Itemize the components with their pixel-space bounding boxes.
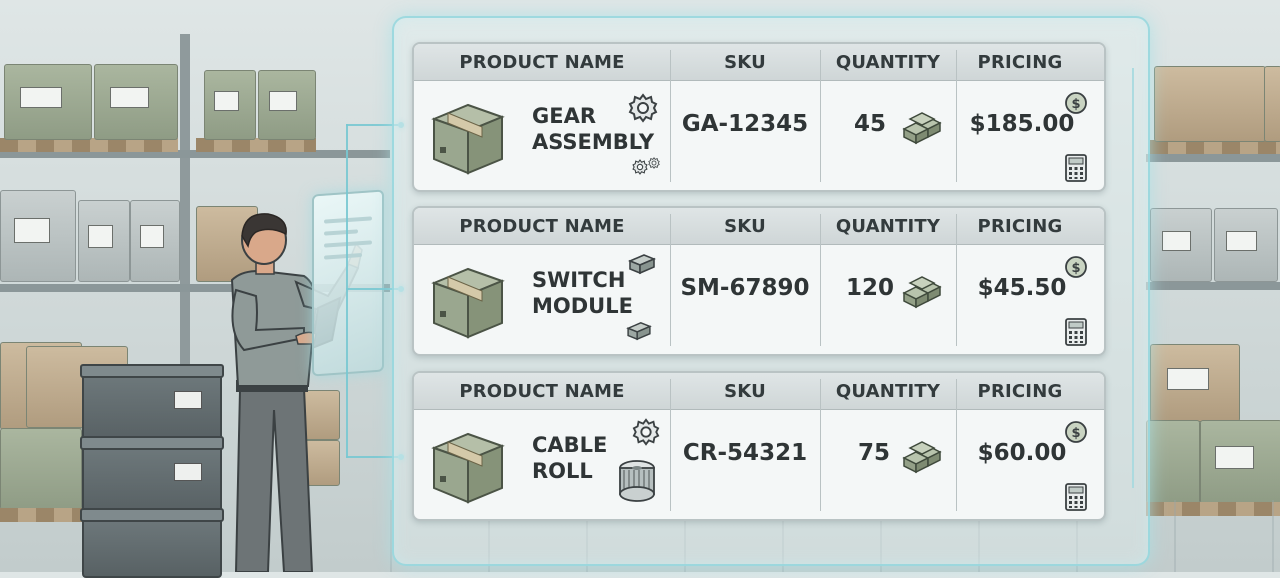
shelf-beam (0, 284, 390, 292)
connector-dot (398, 454, 404, 460)
header-product-name: PRODUCT NAME (459, 381, 625, 402)
card-header: PRODUCT NAME SKU QUANTITY PRICING (414, 373, 1104, 410)
warehouse-box (94, 64, 178, 140)
pallet (0, 138, 178, 152)
connector-line (346, 124, 348, 458)
warehouse-box (4, 64, 92, 140)
price-value: $60.00 (977, 440, 1067, 466)
header-quantity: QUANTITY (835, 216, 941, 237)
box-icon (428, 95, 508, 177)
box-icon (428, 424, 508, 506)
warehouse-box (78, 200, 130, 282)
storage-crate (80, 508, 224, 578)
dollar-coin-icon (1064, 91, 1088, 115)
calculator-icon (1064, 153, 1088, 183)
switch-module-icon (628, 254, 656, 275)
stack-icon (900, 275, 944, 309)
connector-line (346, 456, 402, 458)
header-pricing: PRICING (977, 381, 1063, 402)
shelf-beam (1146, 154, 1280, 162)
connector-dot (398, 122, 404, 128)
header-sku: SKU (724, 216, 766, 237)
stack-icon (900, 111, 944, 145)
pallet (196, 138, 316, 152)
warehouse-box (1200, 420, 1280, 504)
sku-value: SM-67890 (680, 275, 810, 301)
dollar-coin-icon (1064, 420, 1088, 444)
dollar-coin-icon (1064, 255, 1088, 279)
warehouse-box (258, 70, 316, 140)
product-card-switch-module[interactable]: PRODUCT NAME SKU QUANTITY PRICING SWITCH… (412, 206, 1106, 356)
pallet (1146, 502, 1280, 516)
header-sku: SKU (724, 52, 766, 73)
warehouse-box (1146, 420, 1200, 504)
header-pricing: PRICING (977, 216, 1063, 237)
header-product-name: PRODUCT NAME (459, 52, 625, 73)
warehouse-box (1150, 344, 1240, 422)
cable-spool-icon (619, 460, 655, 502)
header-quantity: QUANTITY (835, 52, 941, 73)
holographic-screen (312, 189, 384, 377)
card-header: PRODUCT NAME SKU QUANTITY PRICING (414, 44, 1104, 81)
small-gears-icon (632, 159, 648, 175)
calculator-icon (1064, 317, 1088, 347)
calculator-icon (1064, 482, 1088, 512)
connector-line (346, 124, 402, 126)
pallet (0, 508, 86, 522)
quantity-value: 120 (845, 275, 894, 301)
shelf-beam (1146, 282, 1280, 290)
gear-icon (632, 418, 660, 446)
card-header: PRODUCT NAME SKU QUANTITY PRICING (414, 208, 1104, 245)
gear-icon (628, 93, 658, 123)
price-value: $45.50 (977, 275, 1067, 301)
warehouse-box (1150, 208, 1212, 282)
shelf-beam (0, 150, 390, 158)
sku-value: CR-54321 (682, 440, 808, 466)
small-gears-icon (648, 157, 660, 169)
warehouse-box (204, 70, 256, 140)
header-pricing: PRICING (977, 52, 1063, 73)
warehouse-box (1214, 208, 1278, 282)
warehouse-box (1154, 66, 1266, 142)
storage-crate (80, 364, 224, 442)
header-sku: SKU (724, 381, 766, 402)
connector-line (346, 288, 402, 290)
warehouse-box (0, 428, 82, 510)
connector-dot (398, 286, 404, 292)
pallet (1150, 140, 1280, 154)
stack-icon (900, 440, 944, 474)
header-product-name: PRODUCT NAME (459, 216, 625, 237)
warehouse-box (0, 190, 76, 282)
connector-line (1132, 68, 1134, 488)
price-value: $185.00 (969, 111, 1075, 137)
shelf-post (180, 34, 190, 504)
quantity-value: 75 (857, 440, 890, 466)
quantity-value: 45 (853, 111, 886, 137)
switch-module-icon (626, 322, 652, 341)
warehouse-box (1264, 66, 1280, 142)
box-icon (428, 259, 508, 341)
header-quantity: QUANTITY (835, 381, 941, 402)
warehouse-box (130, 200, 180, 282)
sku-value: GA-12345 (681, 111, 809, 137)
